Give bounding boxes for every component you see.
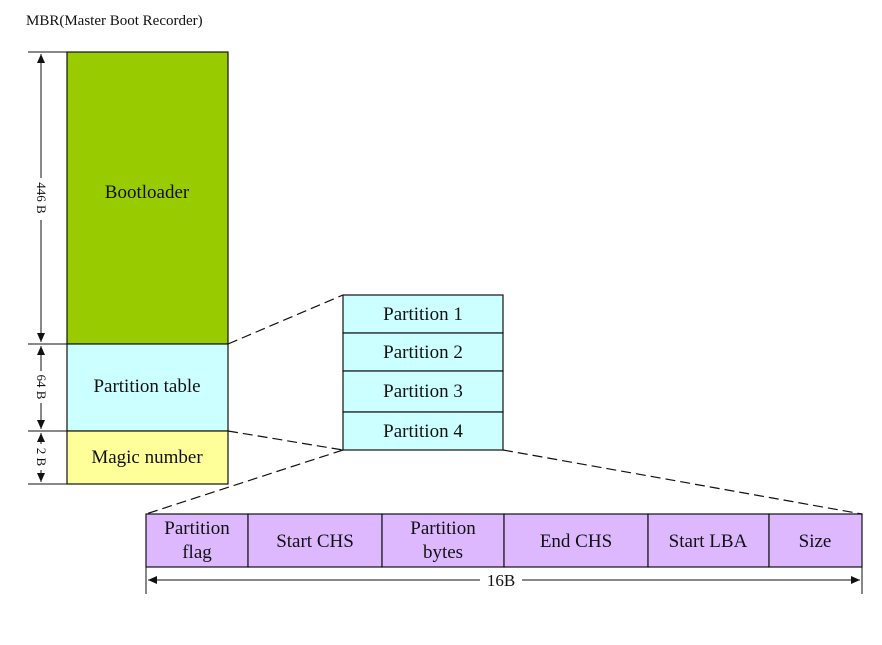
magic-number-label: Magic number — [91, 447, 203, 468]
zoom-line-table-bottom — [227, 430, 344, 451]
zoom-line-entry-right — [502, 449, 863, 515]
field-partition-flag — [145, 513, 249, 568]
field-start-lba-label: Start LBA — [669, 531, 748, 552]
field-end-chs-label: End CHS — [540, 531, 612, 552]
partition-entry-row: Partition flag Start CHS Partition bytes… — [145, 513, 863, 568]
bootloader-size-label: 446 B — [34, 182, 49, 214]
field-size-label: Size — [799, 531, 832, 552]
partition-2-label: Partition 2 — [383, 342, 463, 363]
field-start-chs — [247, 513, 383, 568]
field-partition-bytes-line2: bytes — [423, 542, 463, 563]
mbr-size-dimensions: 446 B 64 B 2 B — [28, 51, 67, 485]
magic-size-label: 2 B — [34, 448, 49, 467]
mbr-column: Bootloader Partition table Magic number — [66, 51, 229, 485]
field-partition-bytes — [381, 513, 505, 568]
entry-size-label: 16B — [487, 571, 515, 590]
partition-1-label: Partition 1 — [383, 304, 463, 325]
bootloader-label: Bootloader — [105, 182, 190, 203]
partition-3-label: Partition 3 — [383, 381, 463, 402]
field-partition-bytes-line1: Partition — [410, 518, 476, 539]
partition-4-box — [342, 411, 504, 451]
zoom-line-table-top — [227, 294, 344, 345]
field-end-chs — [503, 513, 649, 568]
field-size — [768, 513, 863, 568]
field-partition-flag-line2: flag — [182, 542, 212, 563]
magic-number-block — [66, 430, 229, 485]
partition-4-label: Partition 4 — [383, 421, 463, 442]
diagram-title: MBR(Master Boot Recorder) — [26, 13, 203, 29]
field-partition-flag-line1: Partition — [164, 518, 230, 539]
entry-size-dimension: 16B — [145, 567, 863, 594]
field-start-lba — [647, 513, 770, 568]
table-size-label: 64 B — [34, 375, 49, 400]
field-start-chs-label: Start CHS — [276, 531, 354, 552]
partition-table-label: Partition table — [93, 376, 200, 397]
zoom-line-entry-left — [145, 449, 344, 515]
partition-stack: Partition 1 Partition 2 Partition 3 Part… — [342, 294, 504, 451]
bootloader-block — [66, 51, 229, 345]
partition-table-block — [66, 343, 229, 432]
partition-1-box — [342, 294, 504, 334]
